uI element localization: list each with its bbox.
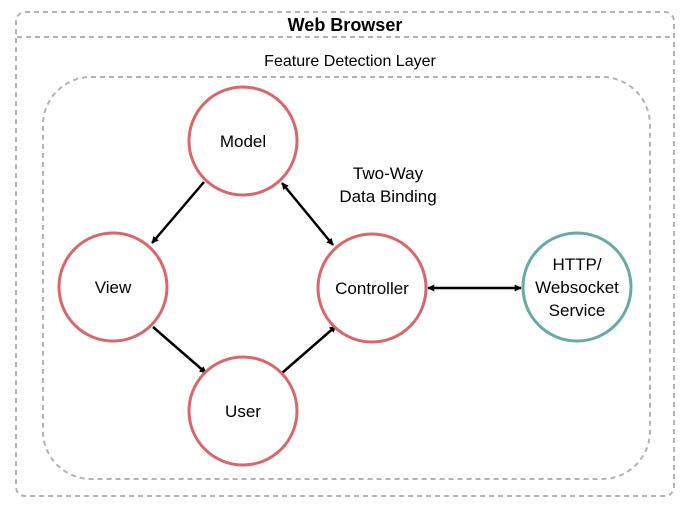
view-label: View xyxy=(95,278,132,297)
feature-detection-layer-frame xyxy=(42,76,651,480)
arrow-model-controller-bidirectional xyxy=(281,182,334,246)
binding-label-line-1: Two-Way xyxy=(353,164,424,183)
user-label: User xyxy=(225,402,261,421)
controller-node: Controller xyxy=(316,232,428,344)
feature-detection-layer-label: Feature Detection Layer xyxy=(264,53,436,70)
service-label-line-1: HTTP/ xyxy=(552,255,601,274)
model-node: Model xyxy=(187,85,299,197)
web-browser-title: Web Browser xyxy=(288,15,403,35)
http-websocket-service-node: HTTP/ Websocket Service xyxy=(521,231,633,343)
controller-label: Controller xyxy=(335,279,409,298)
arrow-view-to-user xyxy=(152,326,207,374)
two-way-data-binding-label: Two-Way Data Binding xyxy=(339,164,436,206)
service-label-line-2: Websocket xyxy=(535,278,619,297)
view-node: View xyxy=(57,231,169,343)
binding-label-line-2: Data Binding xyxy=(339,187,436,206)
model-label: Model xyxy=(220,132,266,151)
service-label-line-3: Service xyxy=(549,301,606,320)
user-node: User xyxy=(187,355,299,467)
arrow-user-to-controller xyxy=(281,325,337,374)
arrow-model-to-view xyxy=(151,181,205,244)
web-browser-frame: Web Browser xyxy=(15,11,675,497)
connections xyxy=(151,181,522,374)
